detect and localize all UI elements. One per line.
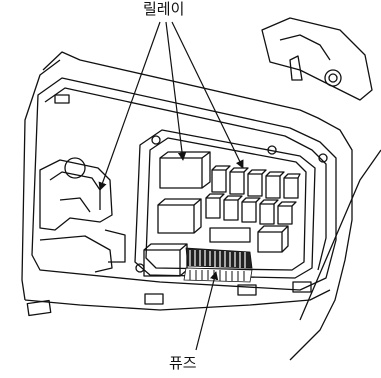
mount-slot xyxy=(26,299,52,317)
panel-bottom-edge xyxy=(24,289,331,311)
relay-small xyxy=(257,231,283,253)
fuse-relay-block xyxy=(134,129,316,279)
mount-bolt xyxy=(324,69,342,87)
mount-bolt xyxy=(151,135,161,145)
vehicle-body-inner-edge xyxy=(21,59,61,301)
mount-bolt xyxy=(267,145,277,155)
arrow-icon xyxy=(98,21,161,191)
relay-large xyxy=(143,249,181,277)
relay-small xyxy=(209,227,251,243)
relay-large xyxy=(157,204,195,234)
arrow-icon xyxy=(171,21,244,169)
relay-row-top xyxy=(211,165,301,199)
mount-slot xyxy=(54,94,70,104)
wiring-bracket xyxy=(39,159,113,231)
mount-slot xyxy=(237,284,257,296)
relay-row-middle xyxy=(205,193,297,225)
relay-label: 릴레이 xyxy=(141,0,187,18)
mount-bolt xyxy=(318,153,328,163)
arrow-icon xyxy=(195,271,219,351)
mount-slot xyxy=(292,281,312,293)
mount-slot xyxy=(144,293,164,305)
arrow-icon xyxy=(165,21,187,161)
relay-large xyxy=(159,157,203,189)
vehicle-body-outline xyxy=(42,51,353,361)
fuse-strip xyxy=(183,247,253,283)
box-opening xyxy=(31,77,337,291)
fuse-slots xyxy=(189,250,246,268)
trim-line xyxy=(299,149,381,321)
fuse-label: 퓨즈 xyxy=(167,354,199,372)
trim-bracket xyxy=(261,17,373,101)
